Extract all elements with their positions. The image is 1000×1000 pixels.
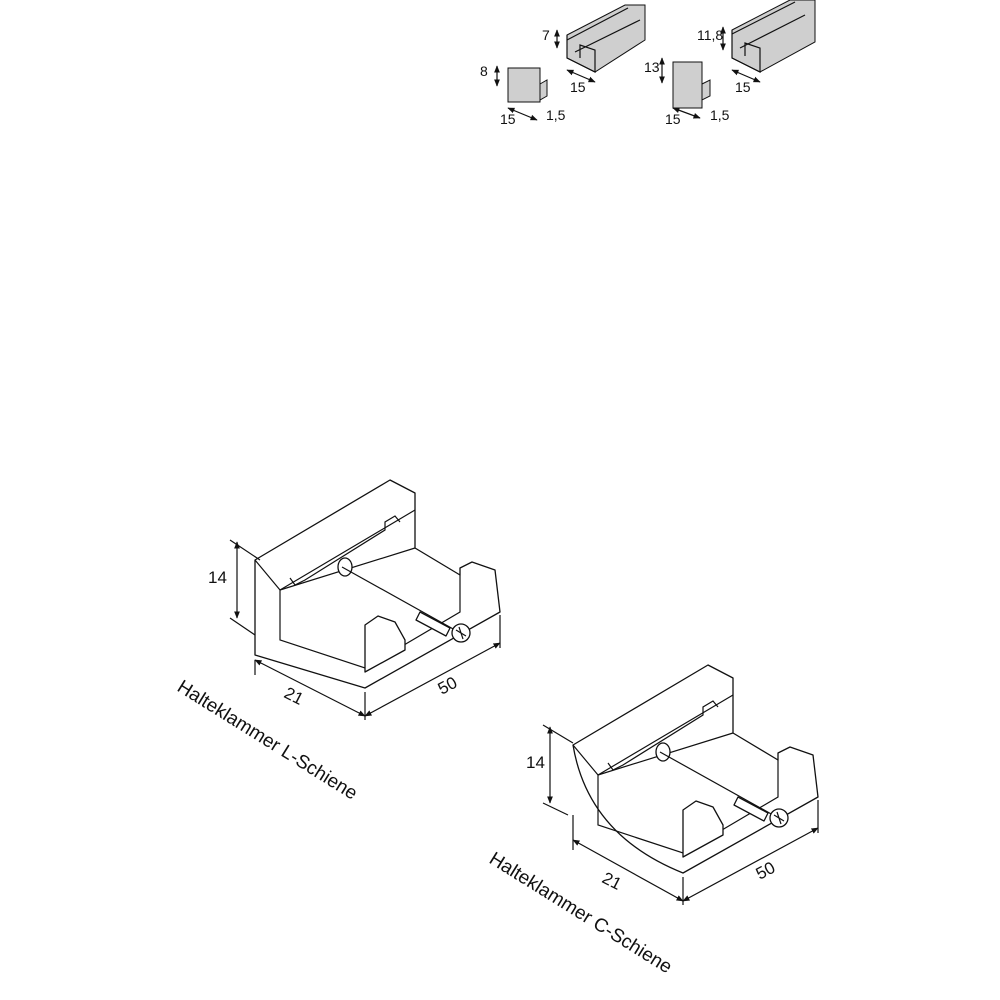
- clip-c-height: 14: [526, 753, 545, 772]
- rail-large-height: 11,8: [697, 27, 723, 43]
- endcap-small-width: 15: [500, 111, 516, 127]
- endcap-large-depth: 1,5: [710, 107, 730, 123]
- clip-l-drawing: 14 21 50 Halteklammer L-Schiene: [173, 479, 501, 804]
- clip-c-caption: Halteklammer C-Schiene: [485, 848, 675, 978]
- rail-small-width: 15: [570, 79, 586, 95]
- endcap-small: 8 15 1,5: [480, 63, 566, 127]
- rail-small: 7 15: [542, 4, 646, 95]
- endcap-large-height: 13: [644, 59, 660, 75]
- endcap-small-height: 8: [480, 63, 488, 79]
- clip-l-height: 14: [208, 568, 227, 587]
- endcap-small-depth: 1,5: [546, 107, 566, 123]
- rail-large: 11,8 15: [697, 0, 816, 95]
- clip-l-caption: Halteklammer L-Schiene: [173, 676, 361, 804]
- rail-large-width: 15: [735, 79, 751, 95]
- clip-c-width: 21: [599, 868, 624, 894]
- endcap-large: 13 15 1,5: [644, 57, 730, 127]
- clip-c-drawing: 14 21 50: [526, 664, 819, 905]
- rail-small-height: 7: [542, 27, 550, 43]
- clip-l-width: 21: [281, 683, 306, 709]
- endcap-large-width: 15: [665, 111, 681, 127]
